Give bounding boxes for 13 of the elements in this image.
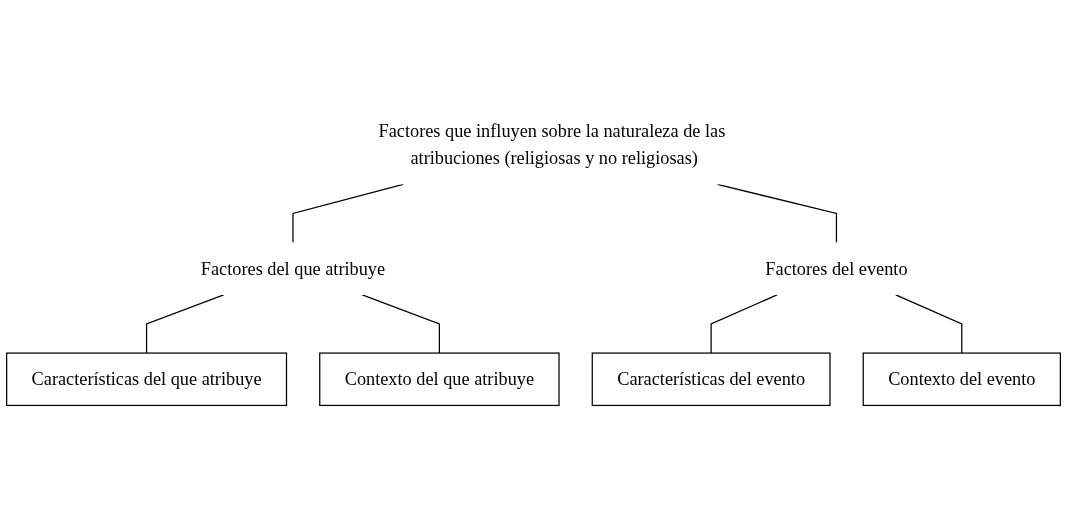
connector (361, 294, 440, 354)
node-text: Factores del que atribuye (200, 258, 386, 280)
node-box: Características del que atribuye (6, 352, 288, 407)
node-box: Contexto del que atribuye (319, 352, 560, 407)
node-text: Factores que influyen sobre la naturaleza de las atribuciones (religiosas y no religiosas) (378, 120, 726, 169)
connector (895, 294, 963, 354)
connector (145, 294, 225, 354)
node-box: Contexto del evento (862, 352, 1061, 407)
connector (710, 294, 778, 354)
node-text: Factores del evento (765, 258, 908, 280)
connector (292, 183, 404, 244)
node-box: Características del evento (591, 352, 831, 407)
connector (716, 183, 838, 244)
